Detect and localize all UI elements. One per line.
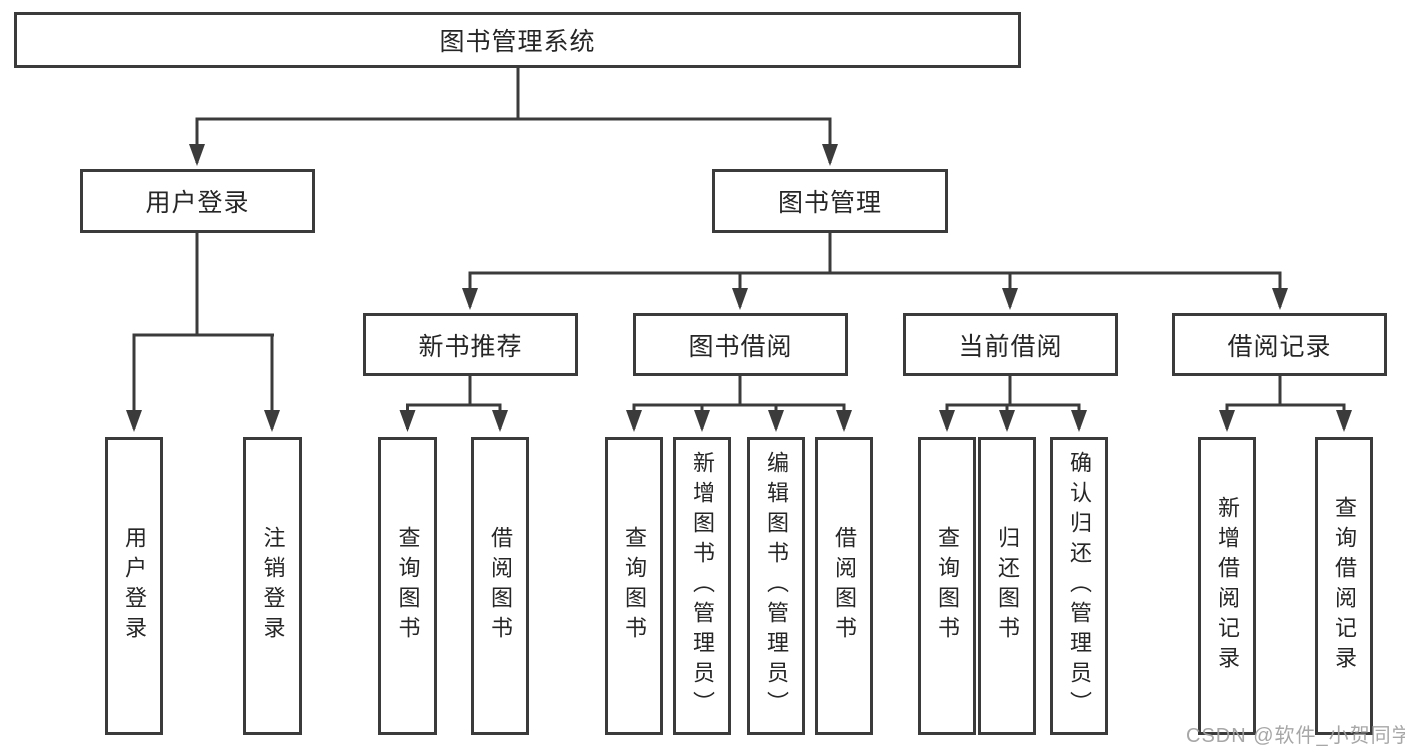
leaf-search-books-2: 查询图书 bbox=[605, 437, 663, 735]
leaf-confirm-return-admin: 确认归还（管理员） bbox=[1050, 437, 1108, 735]
leaf-borrow-books-2: 借阅图书 bbox=[815, 437, 873, 735]
csdn-watermark: CSDN @软件_小贺同学 bbox=[1186, 725, 1405, 747]
leaf-add-books-admin: 新增图书（管理员） bbox=[673, 437, 731, 735]
leaf-logout-login: 注销登录 bbox=[243, 437, 302, 735]
leaf-search-books-3: 查询图书 bbox=[918, 437, 976, 735]
leaf-user-login: 用户登录 bbox=[105, 437, 163, 735]
leaf-search-borrow-record: 查询借阅记录 bbox=[1315, 437, 1373, 735]
node-book-borrowing: 图书借阅 bbox=[633, 313, 848, 376]
node-new-book-recommend: 新书推荐 bbox=[363, 313, 578, 376]
node-user-login: 用户登录 bbox=[80, 169, 315, 233]
leaf-edit-books-admin: 编辑图书（管理员） bbox=[747, 437, 805, 735]
leaf-search-books-1: 查询图书 bbox=[378, 437, 437, 735]
leaf-borrow-books-1: 借阅图书 bbox=[471, 437, 529, 735]
node-borrowing-records: 借阅记录 bbox=[1172, 313, 1387, 376]
node-book-management: 图书管理 bbox=[712, 169, 948, 233]
node-root: 图书管理系统 bbox=[14, 12, 1021, 68]
leaf-add-borrow-record: 新增借阅记录 bbox=[1198, 437, 1256, 735]
node-current-borrowing: 当前借阅 bbox=[903, 313, 1118, 376]
leaf-return-books: 归还图书 bbox=[978, 437, 1036, 735]
